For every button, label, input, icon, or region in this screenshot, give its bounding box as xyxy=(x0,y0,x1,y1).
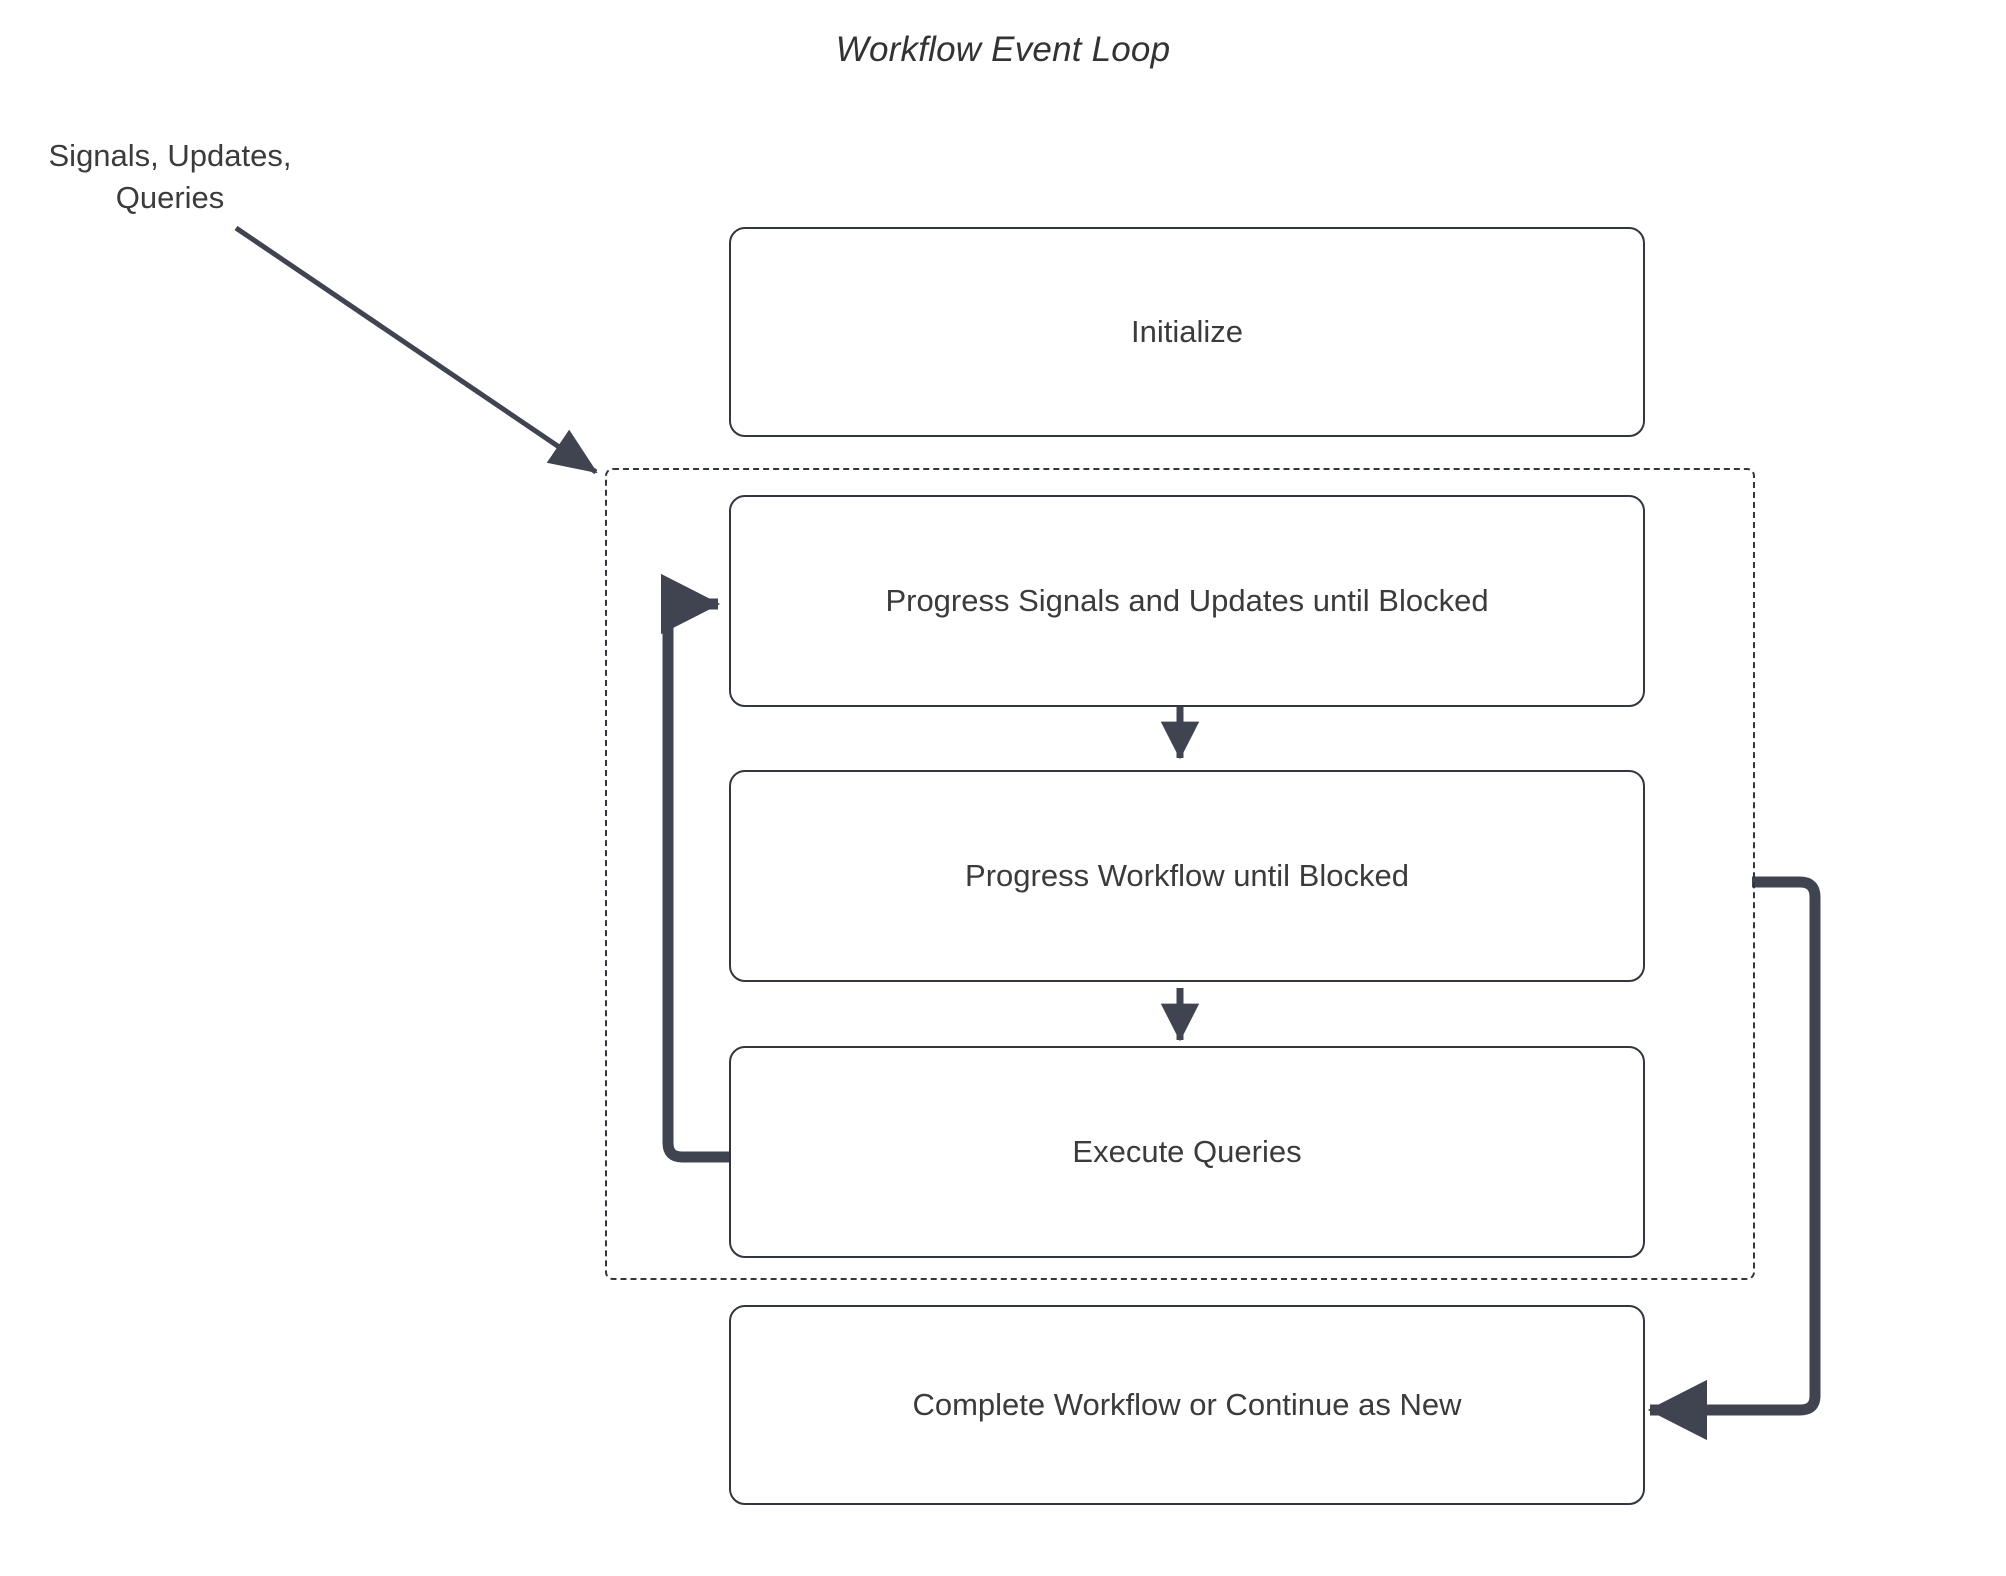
node-progress-signals-label: Progress Signals and Updates until Block… xyxy=(885,583,1489,618)
page-title: Workflow Event Loop xyxy=(835,30,1171,69)
node-progress-signals[interactable]: Progress Signals and Updates until Block… xyxy=(729,495,1645,707)
node-complete-workflow-label: Complete Workflow or Continue as New xyxy=(912,1387,1462,1422)
external-input-label: Signals, Updates, Queries xyxy=(30,135,310,219)
external-input-label-line2: Queries xyxy=(115,180,225,215)
external-input-arrow xyxy=(234,225,598,475)
node-execute-queries[interactable]: Execute Queries xyxy=(729,1046,1645,1258)
node-initialize[interactable]: Initialize xyxy=(729,227,1645,437)
node-progress-workflow-label: Progress Workflow until Blocked xyxy=(965,858,1409,893)
node-progress-workflow[interactable]: Progress Workflow until Blocked xyxy=(729,770,1645,982)
node-complete-workflow[interactable]: Complete Workflow or Continue as New xyxy=(729,1305,1645,1505)
external-input-label-line1: Signals, Updates, xyxy=(48,138,292,173)
arrow-loop-exit xyxy=(1647,876,1821,1441)
node-execute-queries-label: Execute Queries xyxy=(1072,1134,1302,1169)
arrow-loop-back xyxy=(660,573,729,1163)
node-initialize-label: Initialize xyxy=(1131,314,1243,349)
